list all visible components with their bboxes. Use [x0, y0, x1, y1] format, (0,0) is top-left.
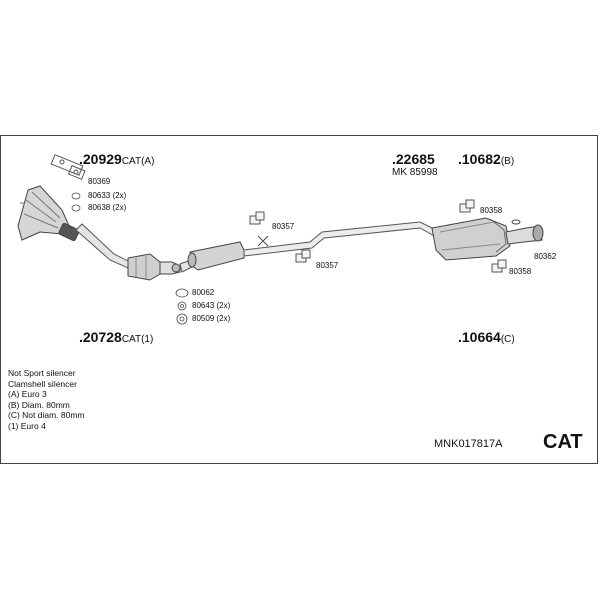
part-80357-upper: 80357 [272, 222, 295, 231]
part-80369: 80369 [88, 177, 111, 186]
part-80638: 80638 (2x) [88, 203, 127, 212]
rear-silencer [431, 217, 511, 261]
exhaust-manifold [17, 185, 80, 242]
hanger-80357 [249, 211, 311, 263]
part-80358-upper: 80358 [480, 206, 503, 215]
part-80362: 80362 [534, 252, 557, 261]
kit-code: MNK017817A [434, 438, 503, 450]
note-item: (A) Euro 3 [8, 389, 47, 399]
manifold-gasket [50, 154, 86, 180]
note-item: (C) Not diam. 80mm [8, 410, 85, 420]
part-80509: 80509 (2x) [192, 314, 231, 323]
part-20929: .20929CAT(A) [79, 151, 155, 167]
cat-badge: CAT [543, 431, 583, 453]
front-pipe [75, 223, 131, 269]
notes-list: Not Sport silencer Clamshell silencer (A… [8, 368, 85, 431]
rear-hangers [459, 199, 507, 273]
part-80633: 80633 (2x) [88, 191, 127, 200]
part-10664: .10664(C) [458, 329, 515, 345]
note-item: (B) Diam. 80mm [8, 399, 70, 410]
note-item: (1) Euro 4 [8, 420, 46, 431]
centre-silencer [187, 241, 245, 271]
part-80357-lower: 80357 [316, 261, 339, 270]
part-22685: .22685 [392, 151, 435, 167]
part-80643: 80643 (2x) [192, 301, 231, 310]
part-80062: 80062 [192, 288, 215, 297]
note-item: Not Sport silencer [8, 368, 76, 378]
mk-number: MK 85998 [392, 167, 438, 178]
clamps [175, 288, 189, 325]
catalytic-converter [127, 253, 181, 281]
part-80358-lower: 80358 [509, 267, 532, 276]
part-20728: .20728CAT(1) [79, 329, 154, 345]
tail-pipe [505, 219, 544, 245]
part-10682: .10682(B) [458, 151, 515, 167]
note-item: Clamshell silencer [8, 378, 77, 389]
diagram-frame [0, 135, 598, 464]
